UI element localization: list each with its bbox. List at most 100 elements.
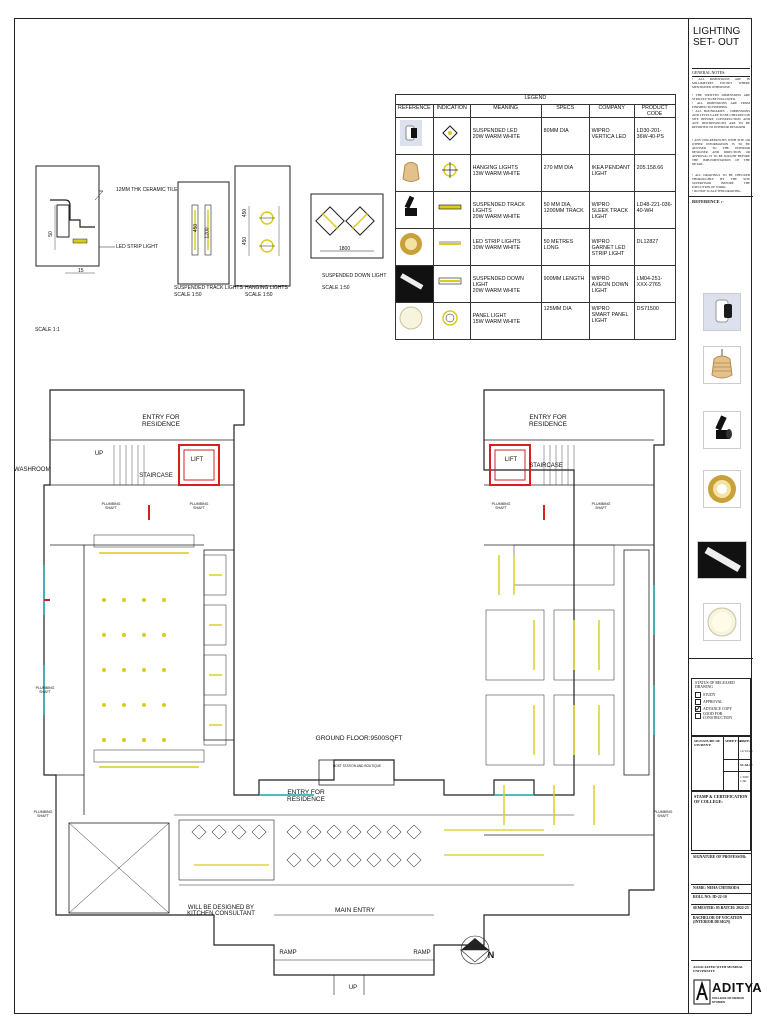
- status-good-for-construction[interactable]: GOOD FOR CONSTRUCTION: [695, 712, 750, 720]
- main-entry-label: MAIN ENTRY: [335, 907, 375, 914]
- sheet-title-line2: SET- OUT: [693, 37, 740, 48]
- note-6: • ALL DRAWINGS TO BE CHECKED THOROUGHLY …: [692, 173, 750, 189]
- col-meaning: MEANING: [469, 104, 542, 118]
- professor-signature: SIGNATURE OF PROFESSOR:: [691, 853, 751, 883]
- tile-label: 12MM THK CERAMIC TILE: [116, 187, 178, 193]
- kitchen-label: WILL BE DESIGNED BY KITCHEN CONSULTANT: [187, 905, 255, 917]
- legend-meaning: HANGING LIGHTS 13W WARM WHITE: [469, 154, 542, 192]
- gfc-checkbox[interactable]: [695, 712, 701, 719]
- track-title: SUSPENDED TRACK LIGHTS: [174, 285, 243, 291]
- dim-50: 50: [47, 231, 54, 237]
- col-specs: SPECS: [540, 104, 590, 118]
- legend-ref-img: [395, 302, 434, 340]
- kitchen-zone: [68, 822, 170, 914]
- status-study[interactable]: STUDY: [695, 691, 750, 698]
- reference-image-hanging-light: [703, 346, 741, 384]
- sheet-no-label: SHEET NO:: [725, 739, 744, 743]
- legend-meaning: PANEL LIGHT 15W WARM WHITE: [469, 302, 542, 340]
- study-checkbox[interactable]: [695, 691, 701, 698]
- status-approval[interactable]: APPROVAL: [695, 698, 750, 705]
- legend-meaning: SUSPENDED LED 20W WARM WHITE: [469, 117, 542, 155]
- legend-indication-panel: [432, 302, 471, 340]
- hanging-dim-1: 450: [242, 208, 249, 218]
- staircase-right: STAIRCASE: [529, 463, 563, 469]
- col-company: COMPANY: [588, 104, 635, 118]
- legend-code: 205.158.66: [633, 154, 676, 192]
- legend-code: LD30-201-36W-40-PS: [633, 117, 676, 155]
- legend-specs: 900MM LENGTH: [540, 265, 590, 303]
- student-signature-label: SIGNATURE OF STUDENT:: [694, 739, 721, 747]
- college-name: ADITYA: [712, 980, 763, 995]
- student-name: NAME: NEHA CHITRODA: [691, 884, 751, 891]
- table-row: PANEL LIGHT 15W WARM WHITE 125MM DIA WIP…: [395, 302, 676, 340]
- hanging-lights-detail: [248, 206, 280, 256]
- legend-company: WIPRO GARNET LED STRIP LIGHT: [588, 228, 635, 266]
- legend-code: LD48-221-036-40-WH: [633, 191, 676, 229]
- legend-indication-suspended-led: [432, 117, 471, 155]
- ramp-label-left: RAMP: [279, 950, 297, 956]
- legend-ref-img: [395, 117, 434, 155]
- north-label: N: [487, 950, 495, 960]
- college-stamp-box: STAMP & CERTIFICATION OF COLLEGE:: [691, 791, 751, 851]
- drawing-status-box: STATUS OF RELEASED DRAWING STUDY APPROVA…: [691, 678, 751, 736]
- host-station: [318, 759, 395, 786]
- signature-block: SIGNATURE OF STUDENT: SHEET NO: DATE: 12…: [691, 736, 753, 791]
- legend-company: WIPRO VERTICA LED: [588, 117, 635, 155]
- date-value: 12/12/24: [740, 749, 753, 753]
- legend-code: LM04-251-XXX-2765: [633, 265, 676, 303]
- legend-specs: 80MM DIA: [540, 117, 590, 155]
- plumbing-shaft-2: PLUMBING SHAFT: [189, 502, 209, 510]
- legend-company: WIPRO SMART PANEL LIGHT: [588, 302, 635, 340]
- legend-ref-img: [395, 265, 434, 303]
- up-label-main: UP: [348, 985, 358, 991]
- washroom-label: WASHROOM: [14, 467, 51, 473]
- lift-left-inner: [183, 449, 215, 481]
- legend-code: DS71500: [633, 302, 676, 340]
- legend-ref-img: [395, 228, 434, 266]
- hanging-detail-frame: [234, 165, 291, 287]
- legend-specs: 270 MM DIA: [540, 154, 590, 192]
- legend-indication-track: [432, 191, 471, 229]
- advance-copy-checkbox[interactable]: [695, 705, 701, 712]
- note-5: • ANY DISCREPANCIES WITH SITE OR OTHER I…: [692, 138, 750, 166]
- legend-table: LEGEND REFERENCE INDICATION MEANING SPEC…: [395, 94, 676, 340]
- general-notes-heading: GENERAL NOTES:: [692, 68, 750, 77]
- legend-ref-img: [395, 191, 434, 229]
- legend-indication-strip: [432, 228, 471, 266]
- legend-specs: 125MM DIA: [540, 302, 590, 340]
- legend-meaning: SUSPENDED DOWN LIGHT 20W WARM WHITE: [469, 265, 542, 303]
- track-dim-1: 450: [193, 223, 200, 233]
- table-row: HANGING LIGHTS 13W WARM WHITE 270 MM DIA…: [395, 154, 676, 192]
- legend-meaning: SUSPENDED TRACK LIGHTS 20W WARM WHITE: [469, 191, 542, 229]
- reference-heading: REFERENCE :-: [692, 199, 724, 204]
- track-scale: SCALE 1:50: [174, 292, 202, 298]
- reference-image-led-strip: [703, 470, 741, 508]
- col-reference: REFERENCE: [395, 104, 434, 118]
- table-row: SUSPENDED LED 20W WARM WHITE 80MM DIA WI…: [395, 117, 676, 155]
- sheet-title-line1: LIGHTING: [693, 26, 741, 37]
- aditya-emblem-icon: [693, 979, 711, 1005]
- plumbing-shaft-6: PLUMBING SHAFT: [33, 810, 53, 818]
- strip-label: LED STRIP LIGHT: [116, 244, 158, 250]
- semester-batch: SEMESTER: 05 BATCH: 2022-25: [691, 904, 751, 911]
- lift-label-right: LIFT: [504, 457, 518, 463]
- left-wing-lights: [93, 534, 227, 768]
- reference-image-panel-light: [703, 603, 741, 641]
- north-arrow-icon: [460, 935, 490, 965]
- note-1: • ALL DIMENSIONS ARE IN MILLIMETRES EXCE…: [692, 77, 750, 89]
- title-block: LIGHTING SET- OUT GENERAL NOTES: • ALL D…: [688, 18, 762, 1014]
- hanging-scale: SCALE 1:50: [245, 292, 273, 298]
- plumbing-shaft-1: PLUMBING SHAFT: [101, 502, 121, 510]
- down-light-detail: [310, 193, 384, 259]
- status-advance-copy[interactable]: ADVANCE COPY: [695, 705, 750, 712]
- detail-drawings: [35, 165, 291, 287]
- reference-image-down-light: [697, 541, 747, 579]
- scale-value: 1:100/ 1:50: [740, 775, 749, 783]
- note-2: • THE WRITTEN DIMENSIONS ARE STRICTLY TO…: [692, 93, 750, 101]
- study-label: STUDY: [703, 692, 716, 697]
- strip-light: [72, 238, 88, 244]
- approval-checkbox[interactable]: [695, 698, 701, 705]
- reference-image-track-light: [703, 411, 741, 449]
- down-dim: 1800: [339, 246, 351, 252]
- roll-number: ROLL NO: ID-22-10: [691, 893, 751, 900]
